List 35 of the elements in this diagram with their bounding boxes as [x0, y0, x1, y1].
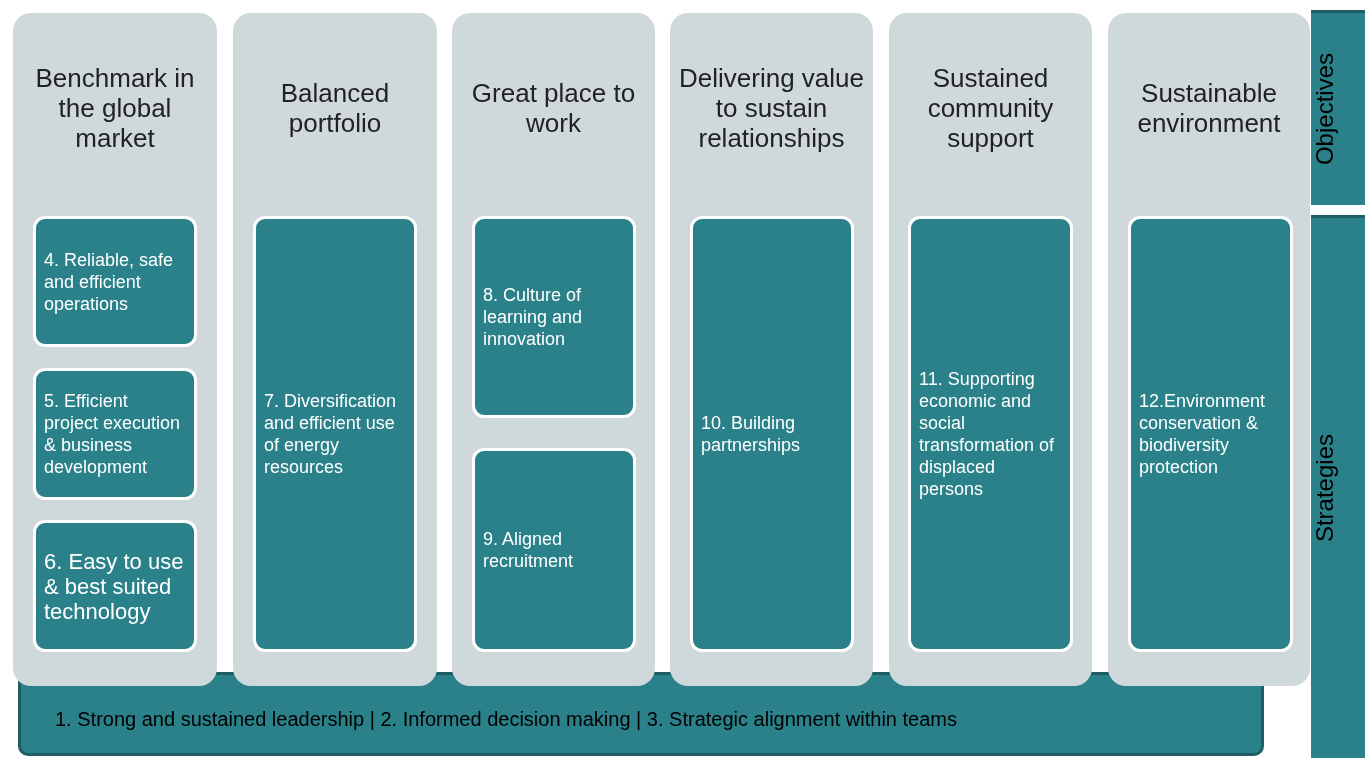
strategy-box	[908, 216, 1073, 652]
objective-title: Balanced portfolio	[279, 78, 391, 138]
objective-column	[670, 13, 873, 686]
foundation-text: 1. Strong and sustained leadership | 2. Informed decision making | 3. Strategic alignment within teams	[55, 707, 957, 731]
objective-column	[452, 13, 655, 686]
strategy-text: 10. Building partnerships	[701, 412, 802, 456]
strategy-text: 9. Aligned recruitment	[483, 528, 575, 572]
band-label: Strategies	[1311, 433, 1339, 543]
strategy-box	[33, 368, 197, 500]
strategy-box	[1128, 216, 1293, 652]
objective-column	[889, 13, 1092, 686]
strategy-text: 12.Environment conservation & biodiversity protection	[1139, 390, 1267, 478]
objective-column	[233, 13, 437, 686]
strategy-text: 8. Culture of learning and innovation	[483, 284, 584, 350]
strategy-box	[33, 216, 197, 347]
objective-title: Sustainable environment	[1136, 78, 1282, 138]
strategy-text: 11. Supporting economic and social transformation of displaced persons	[919, 368, 1056, 500]
objective-title: Benchmark in the global market	[34, 63, 196, 153]
strategy-text: 7. Diversification and efficient use of energy resources	[264, 390, 398, 478]
strategy-text: 6. Easy to use & best suited technology	[44, 548, 185, 624]
strategy-text: 5. Efficient project execution & business development	[44, 390, 182, 478]
strategy-box	[690, 216, 854, 652]
objective-title: Sustained community support	[926, 63, 1055, 153]
strategy-box	[472, 448, 636, 652]
objective-title: Delivering value to sustain relationships	[678, 63, 865, 153]
side-band	[1311, 215, 1365, 758]
objective-title: Great place to work	[470, 78, 637, 138]
strategy-text: 4. Reliable, safe and efficient operations	[44, 248, 175, 315]
band-label: Objectives	[1311, 52, 1339, 165]
strategy-box	[253, 216, 417, 652]
objective-column	[13, 13, 217, 686]
side-band	[1311, 10, 1365, 205]
strategy-box	[472, 216, 636, 418]
objective-column	[1108, 13, 1310, 686]
strategy-box	[33, 520, 197, 652]
